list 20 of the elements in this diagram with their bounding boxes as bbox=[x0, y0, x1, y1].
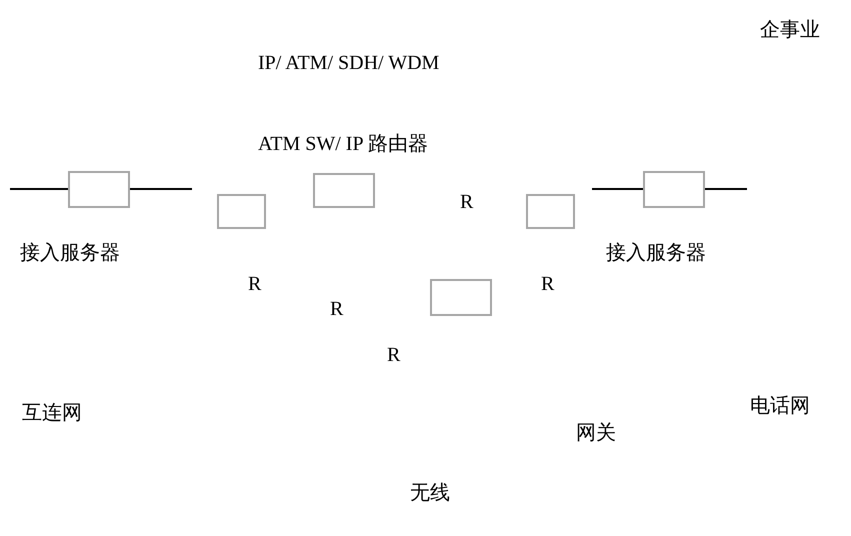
site-label: 企事业 bbox=[760, 18, 820, 40]
device-box bbox=[430, 279, 492, 316]
server-label: 接入服务器 bbox=[606, 241, 706, 263]
router-label: R bbox=[248, 273, 262, 295]
device-box bbox=[217, 194, 266, 229]
router-label: R bbox=[330, 298, 344, 320]
server-label: 接入服务器 bbox=[20, 241, 120, 263]
device-label: ATM SW/ IP 路由器 bbox=[258, 133, 428, 155]
gateway-label: 网关 bbox=[576, 421, 616, 443]
device-box bbox=[313, 173, 375, 208]
device-box bbox=[526, 194, 575, 229]
router-label: R bbox=[460, 191, 474, 213]
network-label: 无线 bbox=[410, 481, 450, 503]
network-label: 互连网 bbox=[22, 401, 82, 423]
device-box bbox=[68, 171, 130, 208]
network-label: IP/ ATM/ SDH/ WDM bbox=[258, 52, 440, 74]
network-label: 电话网 bbox=[750, 394, 810, 416]
router-label: R bbox=[541, 273, 554, 295]
device-box bbox=[643, 171, 705, 208]
router-label: R bbox=[387, 344, 400, 366]
